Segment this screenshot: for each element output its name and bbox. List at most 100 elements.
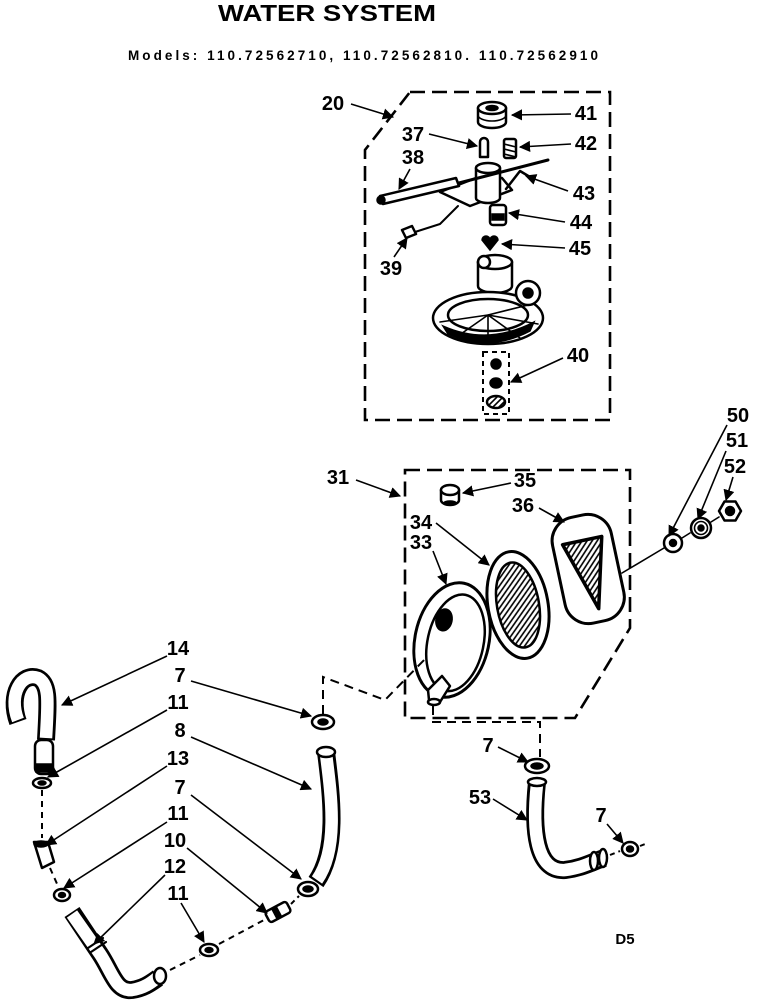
callout-51: 51	[726, 430, 748, 452]
part-50-washer-hole	[668, 538, 678, 548]
leader-35	[461, 482, 512, 497]
leader-53	[492, 798, 528, 821]
part-41-cap-hole	[485, 104, 499, 112]
callout-7-b: 7	[174, 777, 185, 799]
part-11-clamp-c	[198, 942, 220, 958]
part-38-pin-head	[376, 195, 386, 205]
part-40-item-a	[490, 358, 502, 370]
callout-14: 14	[167, 638, 190, 660]
part-11-clamp-b-hole	[57, 891, 67, 899]
callout-36: 36	[512, 495, 534, 517]
leader-39	[393, 237, 408, 258]
part-11-clamp-b	[52, 887, 72, 903]
part-43-lever-wire	[453, 158, 550, 186]
callout-53: 53	[469, 787, 491, 809]
part-36-cover	[550, 512, 626, 626]
leader-42	[518, 140, 572, 152]
assembly-31-dashed-box	[403, 468, 632, 720]
assembly-20-dashed-box	[363, 90, 612, 422]
part-7-clamp-b-hole	[302, 885, 314, 893]
part-41-cap	[476, 100, 508, 130]
leader-11-a	[47, 709, 168, 778]
part-8-hose-fill	[311, 753, 338, 884]
part-43-lever-arm	[504, 169, 532, 191]
leader-40	[509, 357, 564, 383]
callout-42: 42	[575, 133, 597, 155]
leader-8	[190, 736, 313, 791]
part-13-fitting-end	[33, 840, 49, 848]
callout-12: 12	[164, 856, 186, 878]
hose-connector	[33, 738, 55, 776]
hose-connector-band	[35, 763, 53, 773]
callout-37: 37	[402, 124, 424, 146]
part-40-item-b	[489, 377, 503, 389]
part-38-pin	[376, 176, 461, 206]
part-42-spring	[502, 137, 518, 160]
part-42-spring-coils	[503, 143, 517, 158]
part-37-pin	[478, 136, 490, 159]
callout-11-b: 11	[167, 803, 188, 825]
part-11-clamp-c-hole	[204, 946, 214, 954]
part-51-washer	[689, 516, 713, 540]
part-8-hose	[308, 745, 341, 888]
part-14-hose	[5, 668, 57, 741]
callout-35: 35	[514, 470, 536, 492]
part-39-link-wire	[414, 205, 459, 233]
leader-38	[398, 168, 411, 190]
part-11-clamp-a-hole	[37, 780, 47, 786]
part-12-hose-end-ring	[152, 966, 168, 986]
callout-41: 41	[575, 103, 597, 125]
leader-20	[350, 103, 395, 120]
axis-hose-to-clamp	[169, 954, 201, 971]
leader-44	[507, 209, 566, 223]
part-51-washer-inner	[693, 520, 709, 536]
part-44-fitting-band	[491, 213, 505, 221]
part-8-hose-top-end	[315, 745, 337, 759]
callout-38: 38	[402, 147, 424, 169]
page-code: D5	[615, 931, 634, 948]
part-51-washer-hole	[697, 524, 705, 532]
part-39-clip	[400, 224, 418, 240]
part-41-cap-band	[477, 114, 507, 122]
leader-52	[723, 476, 735, 502]
axis-clamp-to-fitting-10	[218, 919, 265, 945]
axis-clamp-outlet	[639, 842, 649, 847]
part-40-dashed-box	[482, 351, 510, 415]
leader-lines	[45, 103, 735, 945]
callout-10: 10	[164, 830, 186, 852]
axis-hose-to-clamp-7	[609, 850, 621, 856]
leader-7-d	[606, 823, 624, 844]
callout-11-c: 11	[167, 883, 188, 905]
callout-7-d: 7	[595, 805, 606, 827]
part-35-cap-band	[443, 500, 457, 506]
callout-13: 13	[167, 748, 189, 770]
models-line: Models: 110.72562710, 110.72562810. 110.…	[128, 48, 598, 63]
part-52-nut-hole	[724, 505, 736, 517]
callout-7-a: 7	[174, 665, 185, 687]
valve-diaphragm-spokes	[439, 303, 539, 343]
part-35-cap-top	[439, 483, 461, 497]
part-40-item-c	[485, 394, 507, 410]
part-34-screen	[485, 550, 551, 660]
part-36-cover-rib	[560, 534, 604, 611]
leader-14	[60, 655, 168, 706]
part-7-clamp-a-hole	[317, 718, 329, 726]
part-53-hose-rib-a	[588, 850, 600, 872]
leader-41	[510, 109, 572, 121]
leader-7-a	[190, 680, 313, 719]
part-7-clamp-d	[620, 840, 640, 858]
part-33-housing-inlet	[435, 608, 453, 632]
page-title: WATER SYSTEM	[218, 0, 436, 26]
part-7-clamp-c-hole	[530, 762, 544, 770]
part-14-hose-fill	[8, 670, 54, 739]
axis-fitting-to-clamp-7	[290, 895, 300, 905]
connector-path-outlet	[432, 706, 541, 757]
part-13-fitting	[32, 840, 56, 870]
part-35-cap	[439, 483, 461, 507]
callout-8: 8	[174, 720, 185, 742]
leader-33	[432, 550, 448, 586]
part-52-nut	[717, 500, 743, 522]
valve-diaphragm-shadow	[441, 320, 536, 344]
part-7-clamp-d-hole	[625, 845, 635, 853]
